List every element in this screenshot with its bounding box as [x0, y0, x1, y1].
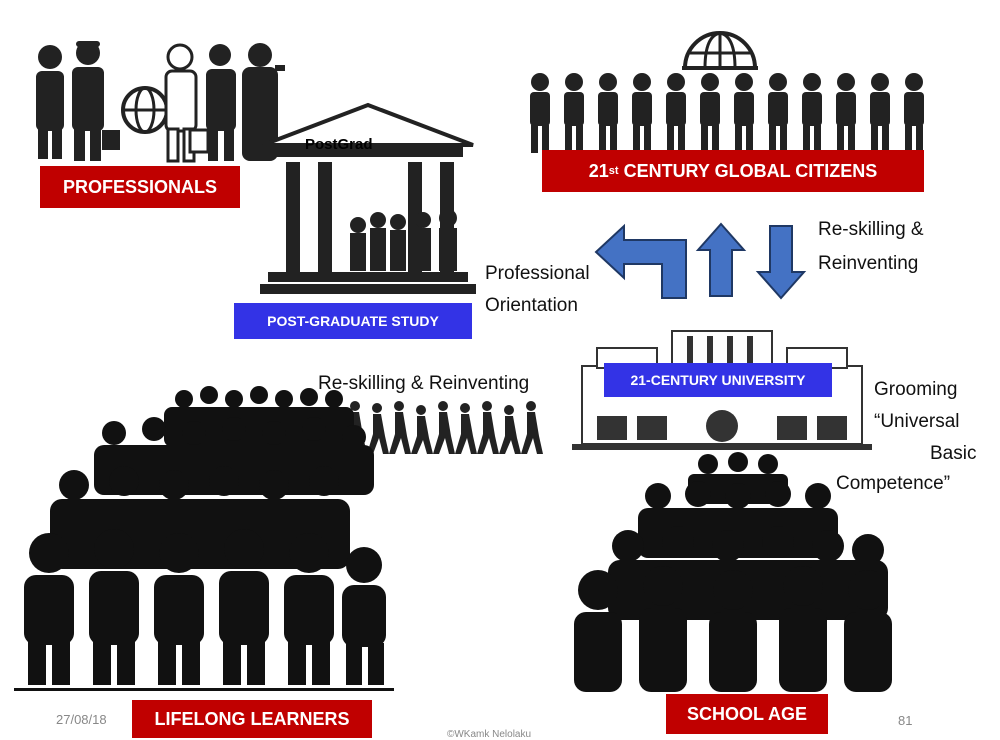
grooming-line3: Basic: [930, 443, 977, 464]
global-citizens-silhouettes: [530, 73, 924, 153]
globe-icon: [682, 31, 758, 70]
professional-orientation-line1: Professional: [485, 263, 590, 284]
global-citizens-rest: CENTURY GLOBAL CITIZENS: [618, 160, 878, 181]
university-label: 21-CENTURY UNIVERSITY: [604, 363, 832, 397]
reskilling-right-line1: Re-skilling &: [818, 219, 924, 240]
footer-page-number: 81: [898, 713, 913, 728]
post-graduate-study-label: POST-GRADUATE STUDY: [234, 303, 472, 339]
up-arrow: [695, 222, 747, 297]
reskilling-mid: Re-skilling & Reinventing: [318, 373, 530, 394]
lifelong-learners-label: LIFELONG LEARNERS: [132, 700, 372, 738]
postgrad-building: [260, 102, 476, 294]
school-age-label: SCHOOL AGE: [666, 694, 828, 734]
university-building: [572, 330, 872, 450]
grooming-line1: Grooming: [874, 379, 958, 400]
post-graduate-study-text: POST-GRADUATE STUDY: [267, 313, 439, 329]
school-age-text: SCHOOL AGE: [686, 703, 807, 724]
grooming-line4: Competence”: [836, 473, 951, 494]
grooming-line2: “Universal: [874, 411, 960, 432]
lifelong-learners-crowd: [14, 386, 394, 691]
reskilling-right-line2: Reinventing: [818, 253, 919, 274]
postgrad-building-text: PostGrad: [305, 136, 373, 153]
footer-date: 27/08/18: [56, 712, 107, 727]
footer-credit: ©WKamk Nelolaku: [447, 729, 532, 740]
professional-orientation-line2: Orientation: [485, 295, 578, 316]
university-text: 21-CENTURY UNIVERSITY: [630, 372, 806, 388]
global-citizens-prefix: 21: [588, 160, 609, 181]
professionals-text: PROFESSIONALS: [62, 176, 218, 197]
down-arrow: [755, 225, 807, 300]
school-age-crowd: [574, 452, 892, 692]
professionals-silhouettes: [36, 41, 285, 163]
professionals-label: PROFESSIONALS: [40, 166, 240, 208]
bent-arrow-left: [594, 223, 687, 299]
lifelong-learners-text: LIFELONG LEARNERS: [154, 708, 350, 729]
global-citizens-sup: st: [608, 165, 619, 177]
